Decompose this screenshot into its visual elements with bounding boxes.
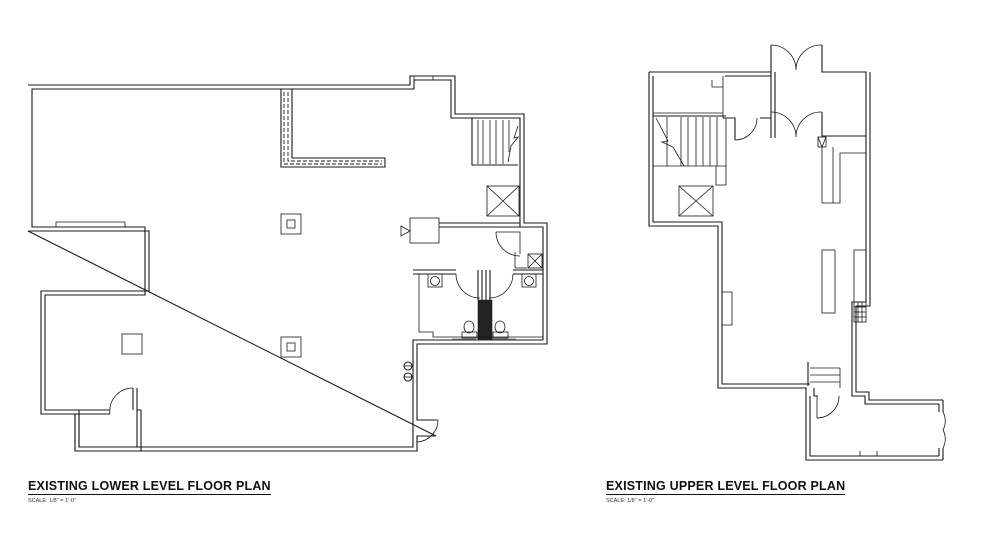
lower-closet	[45, 387, 142, 451]
upper-west-wall-bump	[722, 291, 733, 326]
upper-plan-title: EXISTING UPPER LEVEL FLOOR PLAN	[606, 479, 846, 495]
lower-plan-title: EXISTING LOWER LEVEL FLOOR PLAN	[28, 479, 271, 495]
upper-plan-scale: SCALE: 1/8" = 1'-0"	[606, 498, 654, 504]
upper-interior-walls	[653, 76, 771, 141]
lower-plan-caption: EXISTING LOWER LEVEL FLOOR PLAN SCALE: 1…	[28, 479, 271, 504]
lower-plan-scale: SCALE: 1/8" = 1'-0"	[28, 498, 76, 504]
upper-exterior-walls	[648, 45, 943, 461]
upper-elevator	[678, 185, 714, 217]
upper-vestibule	[813, 388, 878, 457]
lower-corridor-door	[495, 231, 543, 269]
upper-stair	[653, 115, 727, 186]
upper-sink-grid	[854, 302, 866, 322]
lower-drinking-fountains	[403, 361, 413, 382]
lower-exit-door	[416, 419, 439, 443]
lower-restrooms	[413, 269, 543, 341]
lower-stair	[471, 118, 520, 166]
upper-side-double-doors	[938, 400, 946, 460]
lower-mechanical-unit	[400, 217, 520, 244]
lower-dashed-partition	[280, 89, 386, 168]
upper-entry-double-doors-top	[770, 44, 866, 138]
lower-columns	[121, 213, 302, 358]
upper-counters	[817, 136, 867, 323]
lower-elevator	[486, 185, 520, 217]
upper-rear-stair	[807, 362, 841, 388]
upper-plan-caption: EXISTING UPPER LEVEL FLOOR PLAN SCALE: 1…	[606, 479, 846, 504]
